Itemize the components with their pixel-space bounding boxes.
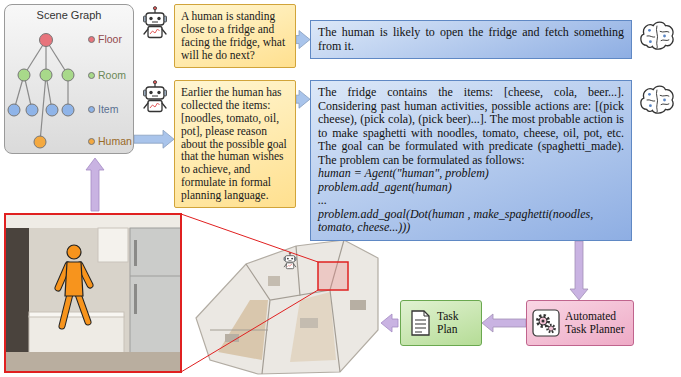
flow-arrow: [570, 241, 588, 300]
human-figure: [78, 294, 88, 322]
legend-label: Room: [98, 69, 126, 81]
plan-label: Task Plan: [437, 310, 477, 336]
graph-vertices: [34, 136, 46, 148]
query-text: A human is standing close to a fridge an…: [181, 10, 289, 62]
scene-3d-map: [300, 318, 318, 328]
plan-box: Task Plan: [400, 300, 482, 346]
code-line: human = Agent("human", problem): [318, 167, 624, 181]
legend-entry: Room: [88, 69, 126, 81]
scene-3d-map: [196, 240, 378, 374]
node-icon: [533, 310, 559, 336]
legend-label: Floor: [98, 33, 122, 45]
robot-icon: [144, 7, 167, 38]
human-figure: [65, 262, 83, 296]
graph-links: [14, 40, 68, 142]
legend-label: Human: [98, 135, 132, 147]
graph-links: [40, 75, 46, 142]
legend-label: Item: [98, 103, 118, 115]
node-icon: [532, 309, 560, 337]
graph-vertices: [62, 69, 74, 81]
query-box: A human is standing close to a fridge an…: [174, 4, 296, 68]
planner-label: Automated Task Planner: [565, 310, 629, 336]
flow-arrow: [296, 31, 310, 49]
human-figure: [58, 245, 90, 326]
legend-swatch: [88, 72, 95, 79]
legend-swatch: [88, 106, 95, 113]
flow-arrow: [482, 314, 526, 332]
kitchen-photo: [130, 228, 181, 372]
kitchen-photo: [29, 316, 124, 356]
llm-brain-icon: [641, 86, 673, 113]
legend-entry: Item: [88, 103, 118, 115]
kitchen-photo: [98, 228, 128, 262]
human-figure: [62, 294, 70, 326]
graph-vertices: [8, 104, 20, 116]
kitchen-photo: [5, 214, 181, 372]
graph-vertices: [46, 104, 58, 116]
answer-text: The human is likely to open the fridge a…: [318, 26, 624, 53]
kitchen-photo: [130, 276, 181, 277]
kitchen-photo: [5, 214, 181, 228]
flow-arrow: [86, 158, 104, 211]
human-figure: [67, 245, 81, 259]
zoom-line: [181, 290, 318, 372]
zoom-line: [181, 214, 318, 262]
kitchen-photo: [5, 352, 181, 372]
scene-3d-map: [210, 240, 344, 374]
scene-graph-drawing: [5, 5, 134, 154]
panel-title: Scene Graph: [5, 9, 133, 21]
node-icon: [412, 311, 429, 335]
code-line: problem.add_agent(human): [318, 181, 624, 195]
graph-vertices: [40, 69, 52, 81]
scene-3d-map: [284, 252, 296, 268]
scene-graph-drawing: [5, 5, 134, 154]
kitchen-photo: [134, 240, 137, 266]
scene-3d-map: [350, 300, 366, 310]
graph-vertices: [40, 34, 53, 47]
planner-box: Automated Task Planner: [526, 300, 634, 346]
photo-frame: [5, 214, 181, 372]
query-text: Earlier the human has collected the item…: [181, 86, 289, 202]
graph-vertices: [62, 104, 74, 116]
llm-brain-icon: [641, 22, 673, 49]
flow-arrow: [134, 130, 174, 148]
code-line: ...: [318, 194, 624, 208]
graph-vertices: [8, 34, 74, 149]
graph-vertices: [26, 104, 38, 116]
code-line: problem.add_goal(Dot(human , make_spaghe…: [318, 208, 624, 235]
scene-3d-map: [268, 276, 280, 286]
scene-3d-map: [318, 262, 348, 290]
kitchen-photo: [5, 214, 181, 372]
legend-swatch: [88, 36, 95, 43]
query-box: Earlier the human has collected the item…: [174, 80, 296, 208]
flow-arrow: [381, 314, 398, 332]
robot-icon: [144, 81, 167, 112]
answer-box: The human is likely to open the fridge a…: [310, 20, 632, 59]
legend-entry: Floor: [88, 33, 122, 45]
scene-3d-map: [196, 240, 378, 374]
legend-entry: Human: [88, 135, 132, 147]
kitchen-photo: [29, 312, 124, 317]
answer-box: The fridge contains the items: [cheese, …: [310, 80, 632, 241]
kitchen-photo: [5, 228, 29, 372]
human-figure: [78, 294, 88, 322]
node-icon: [406, 309, 434, 337]
graph-vertices: [18, 69, 30, 81]
kitchen-photo: [134, 284, 137, 314]
human-figure: [62, 294, 70, 326]
legend-swatch: [88, 138, 95, 145]
answer-text: The fridge contains the items: [cheese, …: [318, 86, 624, 167]
flow-arrow: [296, 90, 310, 108]
